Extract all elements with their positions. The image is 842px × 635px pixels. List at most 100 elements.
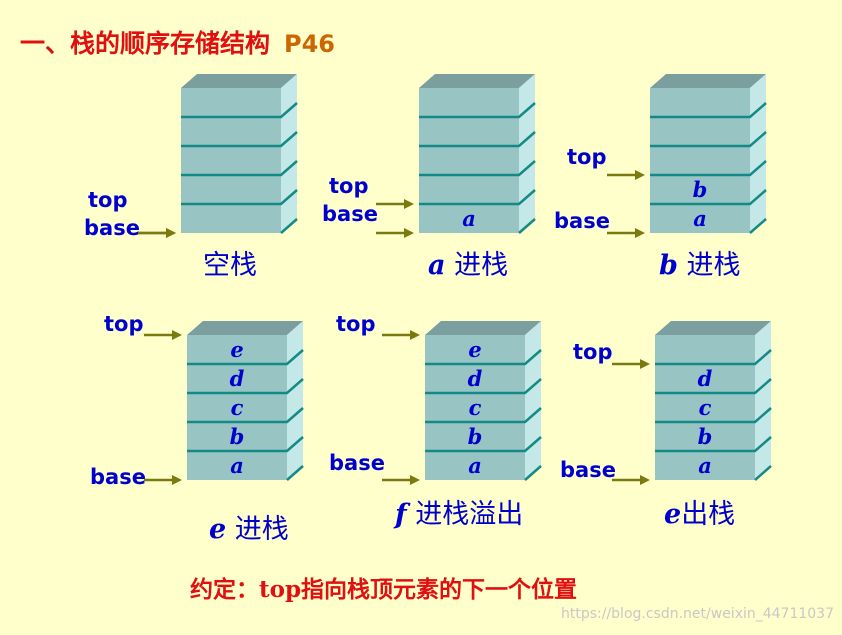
- stack-caption: b 进栈: [659, 243, 740, 282]
- stack-divider: [524, 465, 542, 481]
- pointer-arrow: [607, 170, 645, 180]
- stack-top-face: [187, 321, 303, 335]
- stack-divider: [655, 378, 772, 395]
- stack-divider: [181, 189, 298, 206]
- page-reference: P46: [284, 30, 336, 58]
- stack-cell-label: a: [230, 452, 244, 478]
- top-pointer-label: top: [567, 145, 607, 169]
- heading-text: 一、栈的顺序存储结构: [20, 29, 271, 58]
- convention-note: 约定：top指向栈顶元素的下一个位置: [190, 576, 578, 603]
- stack-top-face: [419, 74, 535, 88]
- base-pointer-label: base: [560, 458, 616, 482]
- stack-cell-label: d: [697, 365, 713, 391]
- stack-divider: [650, 102, 767, 119]
- stack-front-face: [655, 335, 755, 480]
- stack-top-face: [425, 321, 541, 335]
- caption-element-symbol: e: [209, 514, 227, 545]
- stack-cell-label: a: [693, 205, 707, 231]
- stack-cell-label: [655, 336, 755, 364]
- stack-divider: [187, 436, 304, 453]
- stack-divider: [655, 407, 772, 424]
- stack-cell-label: e: [468, 336, 482, 362]
- stack-front-face: [181, 88, 281, 233]
- stack-cell-label: [181, 205, 281, 233]
- stack-cell-label: c: [698, 394, 712, 420]
- stack-box: [425, 321, 542, 481]
- stack-divider: [425, 378, 542, 395]
- pointer-arrow: [376, 228, 414, 238]
- stack-divider: [286, 465, 304, 481]
- top-pointer: top: [88, 188, 128, 212]
- arrow-head: [404, 199, 414, 209]
- stack-caption: a 进栈: [428, 243, 508, 282]
- stack-box: [655, 321, 772, 481]
- caption-element-symbol: a: [428, 250, 446, 281]
- watermark: https://blog.csdn.net/weixin_44711037: [560, 606, 834, 622]
- caption-text: 出栈: [681, 499, 736, 530]
- top-pointer: top: [336, 312, 376, 336]
- stack-cell-label: b: [467, 423, 483, 449]
- stack-divider: [425, 407, 542, 424]
- slide-heading: 一、栈的顺序存储结构 P46: [20, 24, 335, 60]
- stack-caption: e出栈: [664, 492, 735, 531]
- stack-caption: e 进栈: [209, 507, 289, 546]
- caption-element-symbol: b: [659, 250, 678, 281]
- stack-divider: [181, 102, 298, 119]
- base-pointer: base: [84, 216, 140, 240]
- caption-text: 进栈: [226, 514, 289, 545]
- pointer-arrow: [382, 330, 420, 340]
- caption-text: 进栈溢出: [406, 499, 524, 530]
- pointer-arrow: [612, 475, 650, 485]
- stack-cell-label: [650, 89, 750, 117]
- top-pointer-label: top: [329, 174, 369, 198]
- caption-text: 进栈: [445, 250, 509, 281]
- arrow-head: [172, 330, 182, 340]
- arrow-head: [635, 170, 645, 180]
- top-pointer: top: [567, 145, 607, 169]
- stack-cell-label: [650, 118, 750, 146]
- base-pointer-label: base: [322, 202, 378, 226]
- stack-divider: [650, 189, 767, 206]
- stack-box: [181, 74, 298, 234]
- stack-divider: [419, 160, 536, 177]
- stack-side-face: [755, 321, 771, 480]
- arrow-head: [640, 475, 650, 485]
- stack-divider: [754, 465, 772, 481]
- stack-cell-label: b: [229, 423, 245, 449]
- stack-cell-label: [419, 118, 519, 146]
- top-pointer-label: top: [573, 340, 613, 364]
- stack-divider: [181, 131, 298, 148]
- top-pointer: top: [573, 340, 613, 364]
- arrow-head: [410, 330, 420, 340]
- stack-cell-label: d: [229, 365, 245, 391]
- base-pointer: base: [560, 458, 616, 482]
- top-pointer-label: top: [104, 312, 144, 336]
- base-pointer-label: base: [329, 451, 385, 475]
- stack-side-face: [287, 321, 303, 480]
- pointer-arrow: [382, 475, 420, 485]
- base-pointer-label: base: [84, 216, 140, 240]
- stack-front-face: [650, 88, 750, 233]
- caption-text: 空栈: [203, 250, 257, 281]
- stack-cell-label: [181, 147, 281, 175]
- base-pointer: base: [329, 451, 385, 475]
- caption-element-symbol: f: [395, 499, 407, 530]
- stack-divider: [518, 218, 536, 234]
- stack-cell-label: [650, 147, 750, 175]
- base-pointer: base: [322, 202, 378, 226]
- stack-front-face: [187, 335, 287, 480]
- stack-divider: [655, 436, 772, 453]
- stack-cell-label: [419, 147, 519, 175]
- stack-divider: [187, 407, 304, 424]
- stack-cell-label: [181, 118, 281, 146]
- arrow-head: [404, 228, 414, 238]
- stack-cell-label: b: [692, 176, 708, 202]
- stack-top-face: [650, 74, 766, 88]
- top-pointer-label: top: [88, 188, 128, 212]
- stack-cell-label: d: [467, 365, 483, 391]
- stack-divider: [650, 131, 767, 148]
- stack-side-face: [525, 321, 541, 480]
- arrow-head: [640, 359, 650, 369]
- stack-front-face: [419, 88, 519, 233]
